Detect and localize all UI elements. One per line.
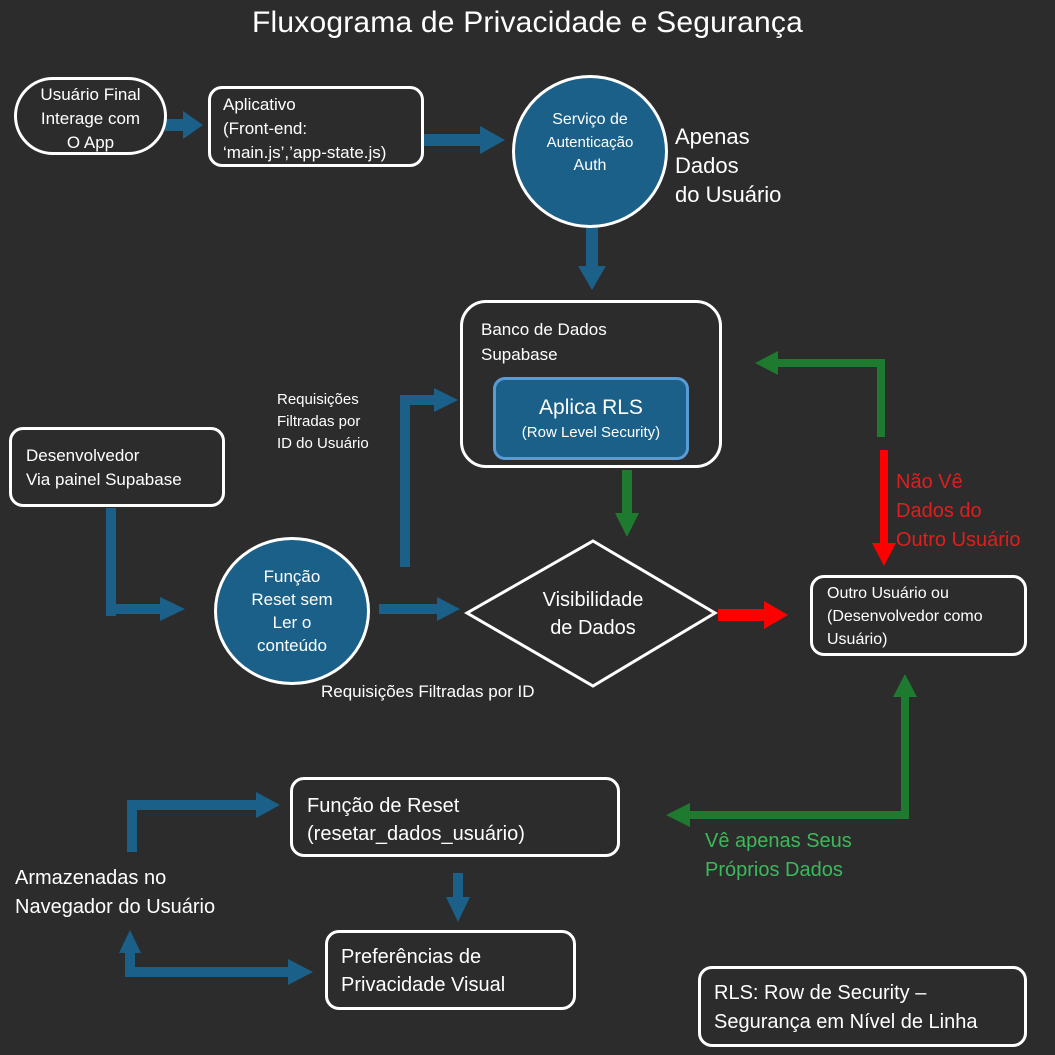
not-see-other-user-note: Não Vê Dados do Outro Usuário	[896, 468, 1021, 555]
arrow-storage-prefs-bidirectional	[119, 930, 313, 985]
other-user-line: Outro Usuário ou	[827, 585, 949, 602]
not-see-line: Dados do	[896, 500, 982, 522]
browser-storage-note: Armazenadas no Navegador do Usuário	[15, 864, 215, 922]
end-user-line: Usuário Final	[40, 85, 141, 104]
arrow-developer-to-reset	[106, 508, 185, 621]
sees-own-line: Próprios Dados	[705, 859, 843, 881]
other-user-line: Usuário)	[827, 631, 888, 648]
reset-function-circle-node: Função Reset sem Ler o conteúdo	[214, 537, 370, 685]
auth-service-node: Serviço de Autenticação Auth	[512, 75, 668, 228]
reset-circle-line: Função	[263, 567, 321, 586]
auth-line: Serviço de	[552, 111, 628, 128]
developer-line: Via painel Supabase	[26, 470, 182, 489]
arrow-app-to-auth	[422, 126, 505, 154]
auth-note-line: do Usuário	[675, 182, 782, 207]
requests-note-line: ID do Usuário	[277, 435, 369, 452]
auth-line: Autenticação	[546, 134, 634, 151]
arrow-not-see-other-user	[872, 450, 896, 566]
arrow-auth-to-database	[578, 222, 606, 290]
browser-storage-line: Navegador do Usuário	[15, 896, 216, 918]
arrow-other-user-to-reset-box	[666, 674, 917, 827]
end-user-line: O App	[66, 133, 115, 152]
arrow-reset-box-to-prefs	[446, 873, 470, 922]
reset-circle-line: Ler o	[272, 613, 312, 632]
auth-note-line: Dados	[675, 153, 739, 178]
other-user-line: (Desenvolvedor como	[827, 608, 983, 625]
developer-node: Desenvolvedor Via painel Supabase	[9, 427, 225, 507]
database-line: Banco de Dados	[481, 320, 607, 339]
not-see-line: Outro Usuário	[896, 529, 1021, 551]
app-line: (Front-end:	[223, 119, 308, 138]
not-see-line: Não Vê	[896, 471, 963, 493]
requests-by-id-label: Requisições Filtradas por ID	[321, 682, 535, 701]
arrow-user-to-app	[165, 111, 203, 139]
developer-line: Desenvolvedor	[26, 446, 140, 465]
requests-filtered-note: Requisições Filtradas por ID do Usuário	[277, 389, 369, 455]
reset-box-line: (resetar_dados_usuário)	[307, 823, 525, 845]
privacy-preferences-node: Preferências de Privacidade Visual	[325, 930, 576, 1010]
app-line: Aplicativo	[223, 95, 296, 114]
requests-note-line: Requisições	[277, 391, 359, 408]
other-user-node: Outro Usuário ou (Desenvolvedor como Usu…	[810, 575, 1027, 656]
end-user-node: Usuário Final Interage com O App	[14, 77, 167, 155]
arrow-visibility-to-other-user	[718, 601, 788, 629]
legend-line: RLS: Row de Security –	[714, 982, 927, 1004]
auth-line: Auth	[573, 157, 607, 174]
reset-circle-line: conteúdo	[257, 636, 327, 655]
sees-own-data-note: Vê apenas Seus Próprios Dados	[705, 827, 852, 885]
diagram-title: Fluxograma de Privacidade e Segurança	[251, 6, 804, 39]
app-line: ‘main.js’,’app-state.js)	[223, 143, 387, 162]
requests-note-line: Filtradas por	[277, 413, 361, 430]
arrow-other-user-to-database	[755, 351, 885, 437]
arrow-database-to-visibility	[615, 470, 639, 537]
visibility-line: Visibilidade	[542, 589, 644, 611]
privacy-prefs-line: Privacidade Visual	[341, 974, 506, 996]
visibility-line: de Dados	[550, 617, 636, 639]
database-line: Supabase	[481, 345, 558, 364]
rls-title: Aplica RLS	[539, 396, 643, 419]
visibility-decision-node: Visibilidade de Dados	[500, 586, 686, 642]
arrow-reset-to-database	[400, 388, 458, 567]
auth-note-line: Apenas	[675, 124, 750, 149]
rls-node: Aplica RLS (Row Level Security)	[493, 377, 689, 460]
rls-legend: RLS: Row de Security – Segurança em Níve…	[698, 966, 1027, 1047]
visibility-diamond-shape	[463, 539, 718, 688]
auth-note: Apenas Dados do Usuário	[675, 122, 781, 209]
end-user-line: Interage com	[40, 109, 141, 128]
rls-subtitle: (Row Level Security)	[521, 424, 661, 441]
reset-function-box-node: Função de Reset (resetar_dados_usuário)	[290, 777, 620, 857]
sees-own-line: Vê apenas Seus	[705, 830, 852, 852]
privacy-prefs-line: Preferências de	[341, 946, 482, 968]
reset-circle-line: Reset sem	[251, 590, 333, 609]
arrow-reset-to-visibility	[379, 597, 460, 621]
browser-storage-line: Armazenadas no	[15, 867, 167, 889]
legend-line: Segurança em Nível de Linha	[714, 1011, 978, 1033]
arrow-storage-to-reset-box	[127, 792, 280, 852]
app-node: Aplicativo (Front-end: ‘main.js’,’app-st…	[208, 86, 424, 167]
reset-box-line: Função de Reset	[307, 795, 460, 817]
